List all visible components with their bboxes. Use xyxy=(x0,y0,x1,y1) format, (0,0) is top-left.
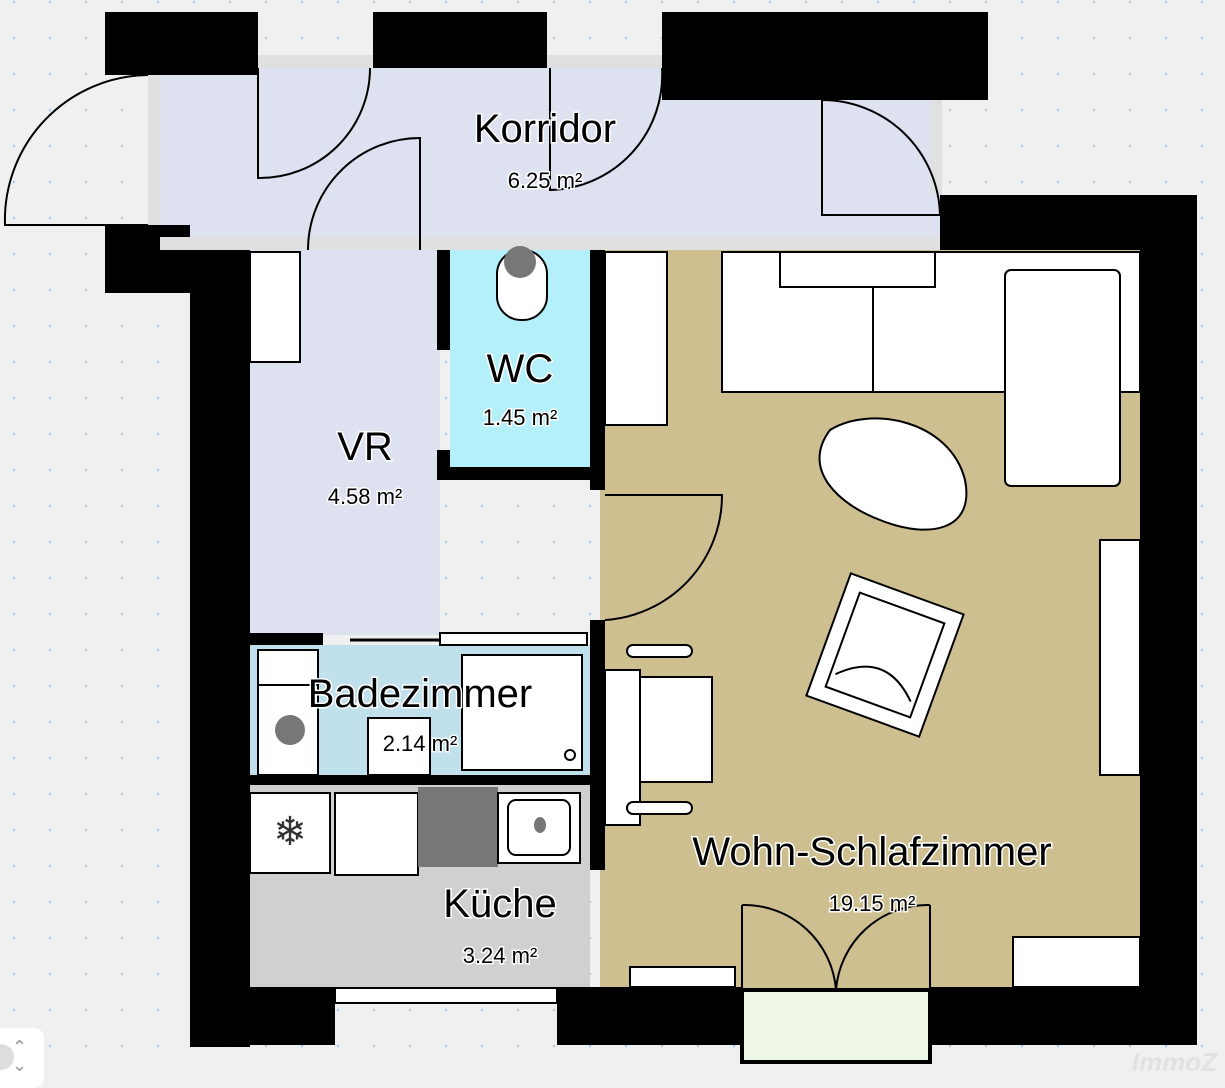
chevron-up-down-icon[interactable]: ⌃⌄ xyxy=(12,1037,28,1075)
room-area: 19.15 m² xyxy=(829,891,916,916)
window-kueche xyxy=(334,987,558,1004)
room-area: 1.45 m² xyxy=(483,405,558,430)
room-area: 4.58 m² xyxy=(328,484,403,509)
room-name: Badezimmer xyxy=(308,672,533,716)
zoom-control[interactable]: ⌃⌄ xyxy=(0,1028,44,1088)
doors xyxy=(3,67,942,991)
zoom-knob[interactable] xyxy=(0,1044,14,1070)
room-name: Küche xyxy=(443,882,556,926)
room-label-wc: WC 1.45 m² xyxy=(481,346,559,432)
watermark-logo: ImmoZ xyxy=(1131,1047,1217,1077)
room-label-kueche: Küche 3.24 m² xyxy=(442,881,558,970)
room-name: Wohn-Schlafzimmer xyxy=(692,830,1051,874)
room-area: 2.14 m² xyxy=(383,731,458,756)
room-name: VR xyxy=(337,425,393,469)
room-area: 3.24 m² xyxy=(463,943,538,968)
room-name: WC xyxy=(487,347,554,391)
room-label-korridor: Korridor 6.25 m² xyxy=(472,106,617,195)
wall-openings xyxy=(148,55,942,250)
room-label-vr: VR 4.58 m² xyxy=(326,424,404,511)
room-label-badezimmer: Badezimmer 2.14 m² xyxy=(306,671,534,758)
room-label-wohn-schlafzimmer: Wohn-Schlafzimmer 19.15 m² xyxy=(691,829,1053,918)
room-name: Korridor xyxy=(474,107,616,151)
freezer-icon: ❄ xyxy=(273,810,307,854)
room-area: 6.25 m² xyxy=(508,168,583,193)
balcony xyxy=(740,988,932,1064)
furniture: ❄ xyxy=(249,246,1141,988)
walls xyxy=(105,12,1197,1047)
